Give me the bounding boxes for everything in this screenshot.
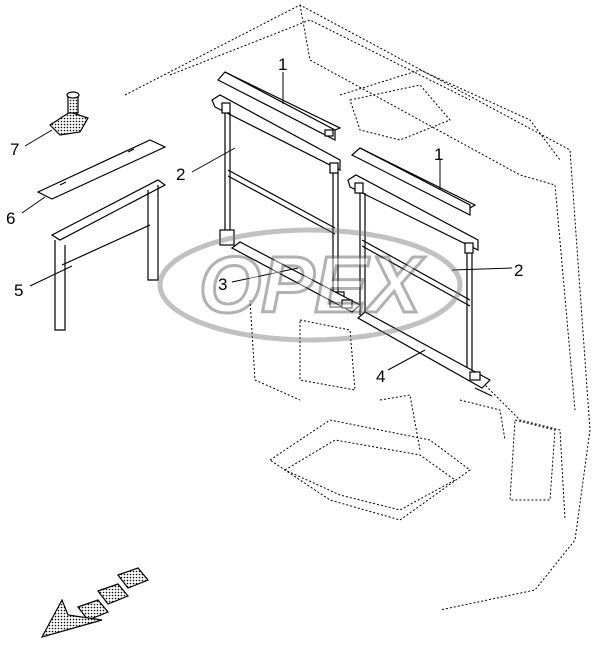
knob-part-7 xyxy=(49,91,89,136)
callout-4: 4 xyxy=(376,367,385,386)
leader-lines xyxy=(21,72,513,371)
callout-1a: 1 xyxy=(278,55,287,74)
callouts: 1 1 2 2 3 4 5 6 7 xyxy=(6,55,523,386)
callout-7: 7 xyxy=(10,140,19,159)
watermark-logo: OPEX xyxy=(157,227,463,343)
view-direction-arrow-icon xyxy=(40,567,149,638)
callout-5: 5 xyxy=(14,281,23,300)
watermark-text: OPEX xyxy=(199,240,426,329)
callout-2b: 2 xyxy=(514,261,523,280)
callout-3: 3 xyxy=(218,275,227,294)
plate-part-6 xyxy=(36,139,167,200)
rail-bracket-right xyxy=(350,147,477,216)
frame-part-5 xyxy=(50,179,167,331)
frame-right xyxy=(347,174,479,375)
callout-2a: 2 xyxy=(176,165,185,184)
callout-1b: 1 xyxy=(434,145,443,164)
cab-outline xyxy=(124,4,591,611)
rail-bracket-left xyxy=(217,71,342,141)
callout-6: 6 xyxy=(6,209,15,228)
